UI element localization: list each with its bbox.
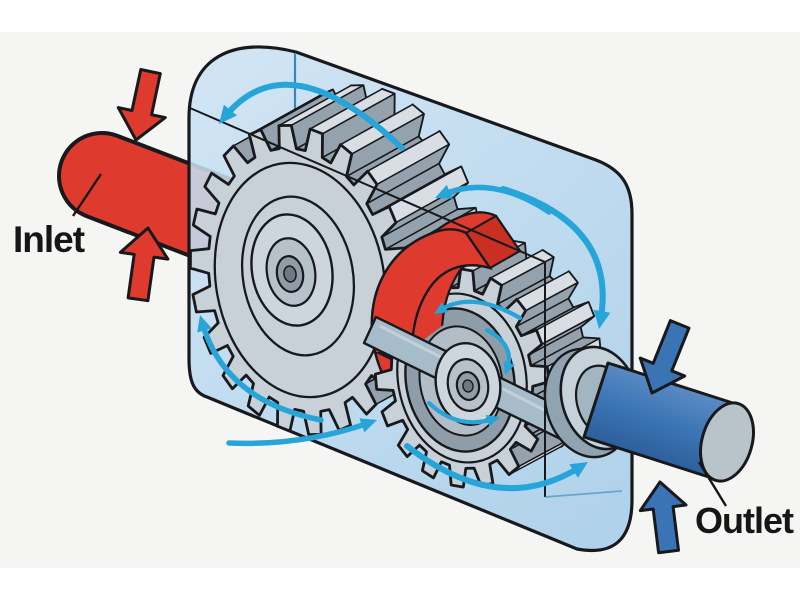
flow-arc-bottom-left [226,418,377,447]
outlet-assembly [543,345,755,483]
inlet-label: Inlet [13,219,85,260]
idler-hub [434,342,502,426]
inlet-flow-arrow-down [116,68,167,142]
outlet-leader-line [697,461,728,507]
outlet-flow-arrow-up [638,480,688,555]
outlet-label: Outlet [695,500,794,541]
outlet-pipe-cap [699,401,755,483]
flow-arc-left-bottom [197,315,324,423]
inlet-flow-arrow-up [118,226,170,303]
housing-back-top-edge [189,107,546,263]
letterbox-bottom [0,568,800,600]
flow-arc-top [219,81,405,151]
hub-swirl-arrow-right [484,327,515,375]
hub-swirl-arrow-bottom [426,400,500,427]
letterbox-top [0,0,800,32]
flow-arc-bottom-right [404,443,588,492]
housing-back-bottom-edge [544,490,623,498]
flow-arc-right [500,186,611,329]
hub-swirl-arrow-top [434,299,523,321]
inlet-leader-line [72,173,102,217]
outlet-flow-arrow-down [638,319,691,395]
